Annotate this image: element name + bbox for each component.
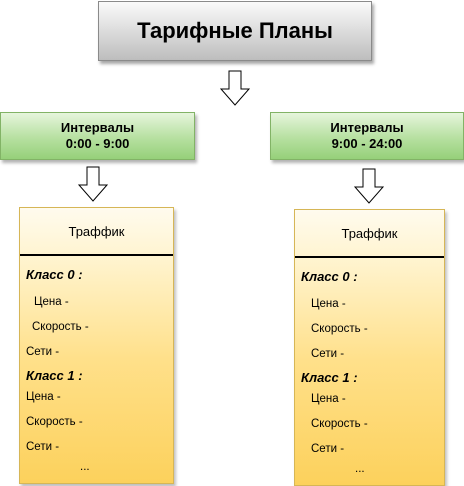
interval-box-day: Интервалы 9:00 - 24:00 — [270, 112, 464, 160]
price-1-label: Цена - — [26, 391, 61, 403]
speed-1-label: Скорость - — [26, 416, 83, 428]
title-box: Тарифные Планы — [98, 1, 372, 61]
arrow-down-icon — [78, 166, 108, 202]
nets-0-label: Сети - — [311, 348, 345, 360]
class-1-label: Класс 1 : — [26, 368, 83, 383]
price-0-label: Цена - — [311, 298, 346, 310]
interval-label: Интервалы — [330, 120, 404, 135]
arrow-down-icon — [220, 70, 250, 106]
speed-0-label: Скорость - — [32, 321, 89, 333]
traffic-card-left: Траффик Класс 0 : Цена - Скорость - Сети… — [19, 207, 174, 484]
card-header: Траффик — [20, 208, 173, 256]
nets-1-label: Сети - — [26, 441, 60, 453]
class-0-label: Класс 0 : — [26, 267, 83, 282]
class-1-label: Класс 1 : — [301, 370, 358, 385]
price-0-label: Цена - — [34, 296, 69, 308]
nets-0-label: Сети - — [26, 346, 60, 358]
interval-label: Интервалы — [60, 120, 135, 135]
more-ellipsis: ... — [80, 461, 90, 473]
price-1-label: Цена - — [311, 393, 346, 405]
interval-box-night: Интервалы 0:00 - 9:00 — [0, 112, 195, 160]
class-0-label: Класс 0 : — [301, 269, 358, 284]
speed-0-label: Скорость - — [311, 323, 368, 335]
speed-1-label: Скорость - — [311, 418, 368, 430]
card-header: Траффик — [295, 210, 444, 258]
traffic-card-right: Траффик Класс 0 : Цена - Скорость - Сети… — [294, 209, 445, 486]
nets-1-label: Сети - — [311, 443, 345, 455]
interval-range: 0:00 - 9:00 — [65, 136, 130, 151]
more-ellipsis: ... — [355, 463, 365, 475]
arrow-down-icon — [354, 168, 384, 204]
interval-range: 9:00 - 24:00 — [331, 136, 403, 151]
diagram-title: Тарифные Планы — [137, 18, 333, 43]
